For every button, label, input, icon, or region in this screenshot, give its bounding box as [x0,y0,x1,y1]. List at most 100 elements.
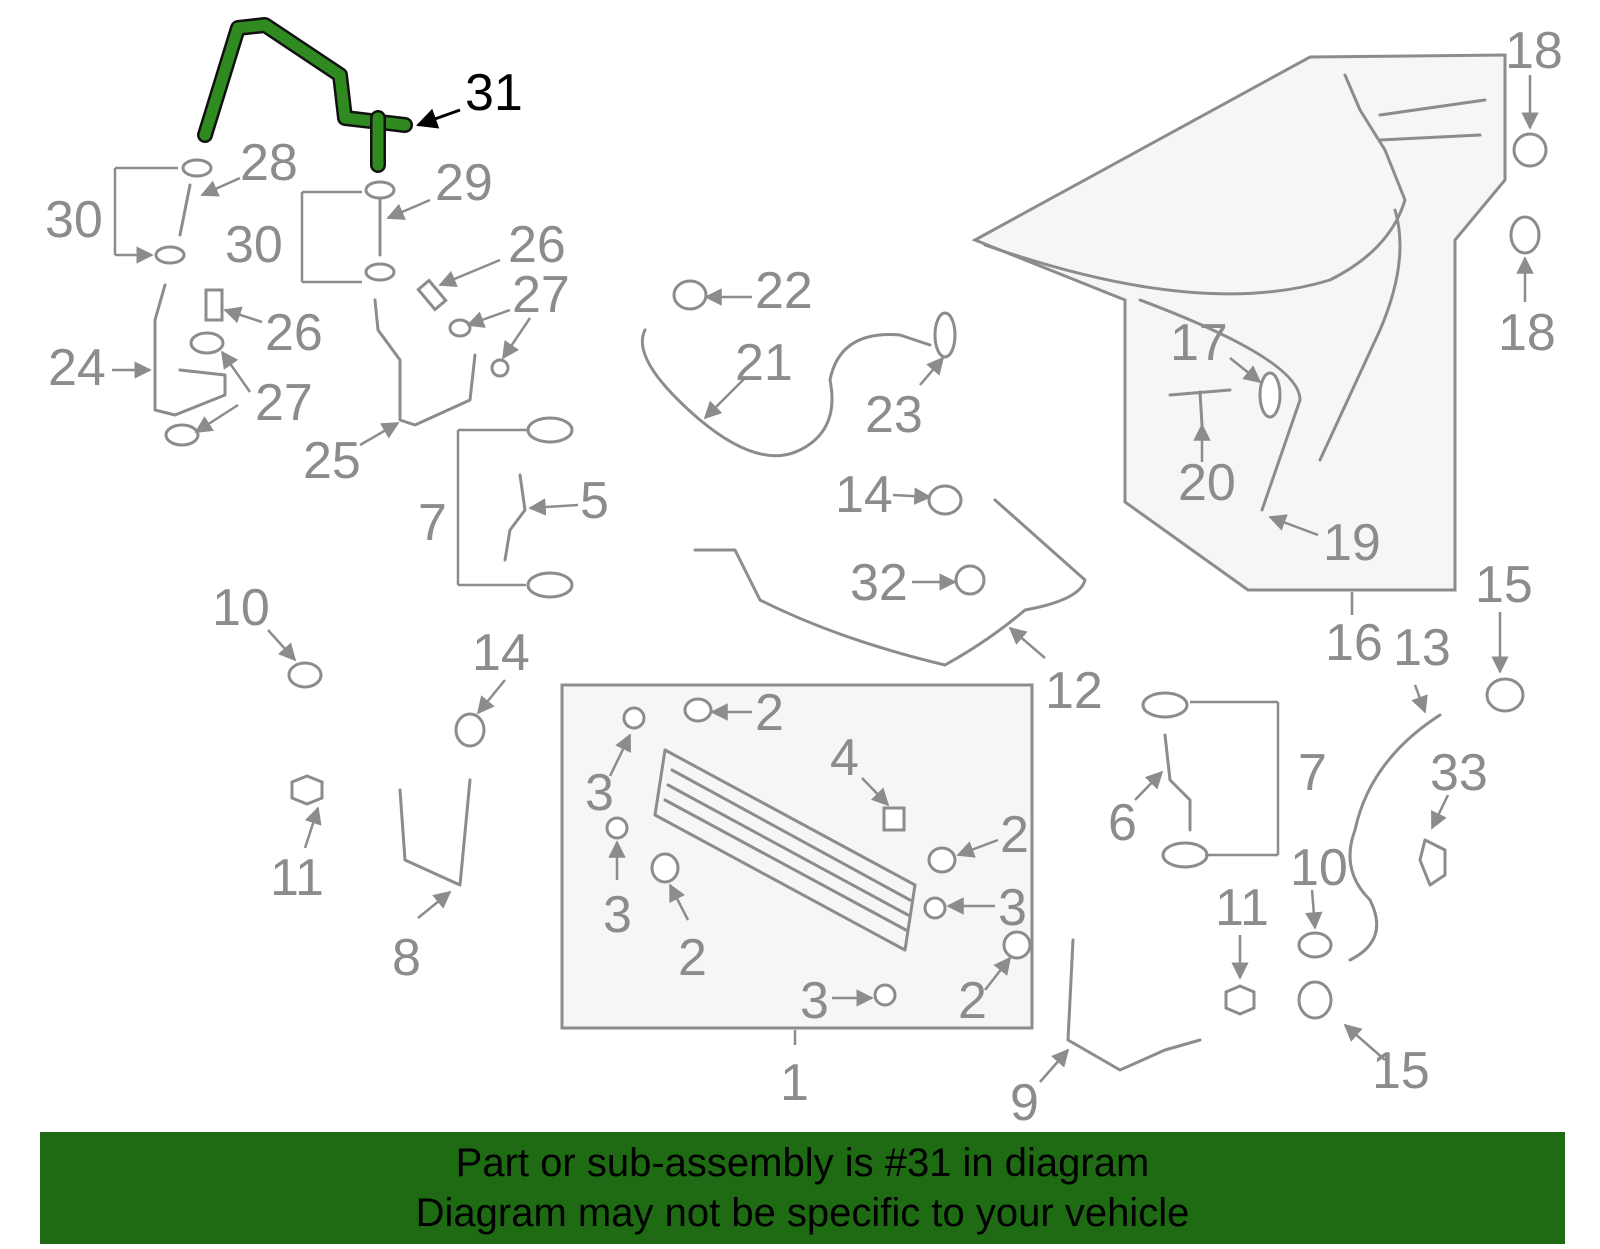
part-27-washer-upper [448,318,472,338]
part-12-hose [693,498,1087,667]
callout-11-right: 11 [1215,879,1269,937]
leader-24-washer [194,403,239,434]
leader-8 [417,890,452,919]
part-6-hose [1163,733,1192,832]
part-28-clamp-bottom [154,245,186,265]
part-31-hose[interactable] [197,17,413,173]
part-26-bolt-right [416,278,448,312]
leader-9 [1039,1048,1070,1083]
part-26-bolt-left [204,288,224,322]
part-7-clamp-bottom [526,571,574,599]
callout-30-left: 30 [45,191,103,249]
callout-20: 20 [1178,454,1236,512]
leader-27-small [501,317,532,360]
banner-line-2: Diagram may not be specific to your vehi… [415,1191,1190,1235]
callout-7-left: 7 [418,494,447,552]
leader-10-right [1305,889,1323,930]
callout-8: 8 [392,929,421,987]
callout-2-d: 2 [958,972,987,1030]
leader-27-lower [220,350,252,393]
callout-26-left: 26 [265,304,323,362]
part-3-grommet-c [923,896,947,920]
leader-4 [861,777,890,807]
leader-13 [1411,684,1428,714]
leader-14-lower [476,679,506,715]
callout-5: 5 [580,472,609,530]
leader-10-left [267,629,297,662]
part-18-clamp-upper [1512,132,1548,168]
leader-19 [1268,514,1319,537]
leader-29 [386,198,431,220]
part-7r-clamp-top [1141,691,1189,719]
part-33-bracket [1418,838,1447,887]
callout-2-c: 2 [1000,806,1029,864]
part-24-washer [164,423,200,447]
callout-19: 19 [1323,514,1381,572]
callout-27-left: 27 [255,374,313,432]
callout-14-upper: 14 [835,466,893,524]
callout-6: 6 [1108,794,1137,852]
part-13-hose [1348,713,1442,962]
callout-1: 1 [780,1054,809,1112]
leader-5 [528,498,579,516]
part-18-clamp-lower [1509,215,1541,255]
leader-28 [200,176,241,197]
callout-4: 4 [830,729,859,787]
callout-15-lower: 15 [1372,1042,1430,1100]
callout-3-d: 3 [800,972,829,1030]
callout-12: 12 [1045,662,1103,720]
callout-25: 25 [303,432,361,490]
part-29-clamp-bottom [364,262,396,282]
leader-23 [919,356,945,386]
callout-9: 9 [1010,1074,1039,1132]
part-8-pipe [398,778,472,887]
callout-15-upper: 15 [1475,556,1533,614]
leader-21 [703,377,746,420]
callout-10-left: 10 [212,579,270,637]
part-17-clamp [1258,371,1282,419]
part-2-seal-b [650,852,680,884]
callout-3-a: 3 [585,764,614,822]
part-11-nut-left [290,774,324,806]
part-28-clamp-top [181,158,213,178]
leader-30-right [300,190,362,284]
part-3-grommet-d [873,983,897,1007]
callout-33: 33 [1430,744,1488,802]
callout-2-a: 2 [755,684,784,742]
part-10-sensor-left [287,661,323,689]
callout-17: 17 [1170,314,1228,372]
leader-26-left [223,306,263,324]
callout-28: 28 [240,134,298,192]
part-27-washer-small [490,358,510,378]
leader-2-c [956,838,999,858]
callout-29: 29 [435,154,493,212]
part-20-fitting [1168,388,1232,427]
callout-3-b: 3 [603,886,632,944]
leader-14-upper [892,487,932,505]
part-28-tube [178,183,192,237]
callout-32: 32 [850,554,908,612]
callout-2-b: 2 [678,929,707,987]
leader-17 [1229,357,1262,384]
part-2-seal-c [927,846,957,874]
callout-14-lower: 14 [472,624,530,682]
callout-7-right: 7 [1298,744,1327,802]
part-15-clamp-lower [1297,980,1333,1020]
callout-21: 21 [735,334,793,392]
part-10-sensor-right [1297,931,1333,959]
part-16-hose-assembly [983,73,1407,512]
callout-22: 22 [755,262,813,320]
callout-27-right: 27 [512,266,570,324]
leader-30-left [113,166,178,255]
part-22-clamp [672,279,708,311]
part-3-grommet-b [605,816,629,840]
banner-line-1: Part or sub-assembly is #31 in diagram [455,1141,1150,1185]
leader-15-lower [1343,1023,1386,1061]
callout-18-lower: 18 [1498,304,1556,362]
callout-26-right: 26 [508,216,566,274]
leader-31 [416,108,461,129]
callout-31: 31 [465,64,523,122]
leader-25 [359,421,400,447]
part-9-pipe [1066,938,1202,1072]
